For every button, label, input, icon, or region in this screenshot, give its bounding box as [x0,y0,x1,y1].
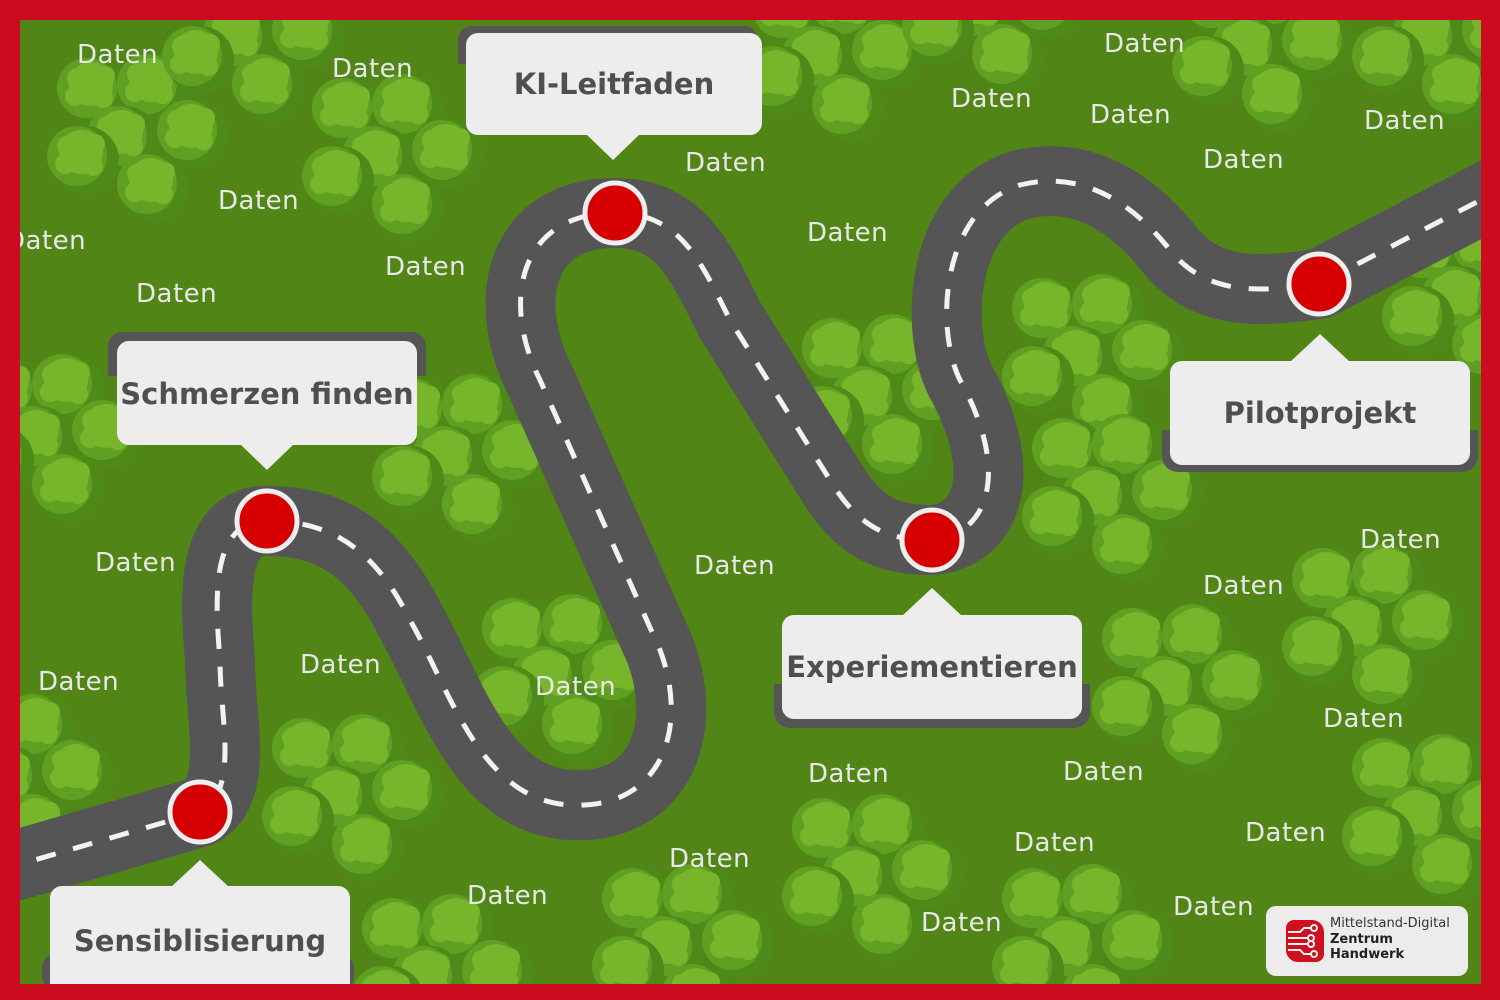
data-label: Daten [535,672,617,702]
milestone-label: Sensiblisierung [73,924,327,958]
logo-line-1: Mittelstand-Digital [1330,916,1450,931]
data-label: Daten [300,650,382,680]
data-label: Daten [694,551,776,581]
data-label: Daten [38,667,120,697]
circuit-logo-icon [1286,920,1324,962]
data-label: Daten [218,186,300,216]
tree-cluster-icon [1342,734,1481,902]
callout-ki-leitfaden: KI-Leitfaden [458,26,768,166]
logo-line-3: Handwerk [1330,947,1405,962]
data-label: Daten [20,226,87,256]
milestone-label: Experiementieren [786,650,1078,684]
data-label: Daten [1245,818,1327,848]
data-label: Daten [1173,892,1255,922]
logo-line-2-3: Zentrum Handwerk [1330,932,1404,962]
data-label: Daten [467,881,549,911]
tree-cluster-icon [1002,274,1184,442]
data-label: Daten [669,844,751,874]
data-label: Daten [1063,757,1145,787]
data-label: Daten [1203,571,1285,601]
tree-cluster-icon [742,20,924,142]
milestone-label: KI-Leitfaden [513,67,715,101]
callout-experiementieren: Experiementieren [774,588,1092,730]
data-label: Daten [332,54,414,84]
data-label: Daten [1090,100,1172,130]
data-label: Daten [1364,106,1446,136]
logo-line-2: Zentrum [1330,932,1393,947]
milestone-dot-icon [899,507,965,573]
data-label: Daten [951,84,1033,114]
tree-cluster-icon [262,714,444,882]
tree-cluster-icon [992,864,1174,984]
data-label: Daten [808,759,890,789]
milestone-dot-icon [167,779,233,845]
data-label: Daten [921,908,1003,938]
callout-schmerzen-finden: Schmerzen finden [108,332,428,474]
tree-cluster-icon [1092,604,1274,772]
mittelstand-digital-logo: Mittelstand-Digital Zentrum Handwerk [1266,906,1468,976]
roadmap-illustration [20,20,1481,984]
data-label: Daten [1323,704,1405,734]
milestone-dot-icon [234,488,300,554]
data-label: Daten [1014,828,1096,858]
milestone-markers [167,180,1352,845]
tree-cluster-icon [302,74,484,242]
tree-cluster-icon [1282,544,1464,712]
tree-cluster-icon [902,20,1084,92]
callout-sensiblisierung: Sensiblisierung [42,860,358,984]
data-label: Daten [1104,29,1186,59]
milestone-dot-icon [1286,251,1352,317]
milestone-label: Schmerzen finden [120,377,414,411]
data-label: Daten [1360,525,1442,555]
data-label: Daten [1203,145,1285,175]
data-label: Daten [77,40,159,70]
grass-field: Daten Daten Daten Daten Daten Daten Date… [20,20,1481,984]
data-label: Daten [136,279,218,309]
milestone-label: Pilotprojekt [1223,396,1417,430]
milestone-dot-icon [582,180,648,246]
tree-cluster-icon [1172,20,1354,132]
data-label: Daten [95,548,177,578]
tree-cluster-icon [592,864,774,984]
data-label: Daten [685,148,767,178]
data-label: Daten [385,252,467,282]
callout-pilotprojekt: Pilotprojekt [1162,334,1480,474]
scene: Daten Daten Daten Daten Daten Daten Date… [20,20,1481,984]
data-label: Daten [807,218,889,248]
